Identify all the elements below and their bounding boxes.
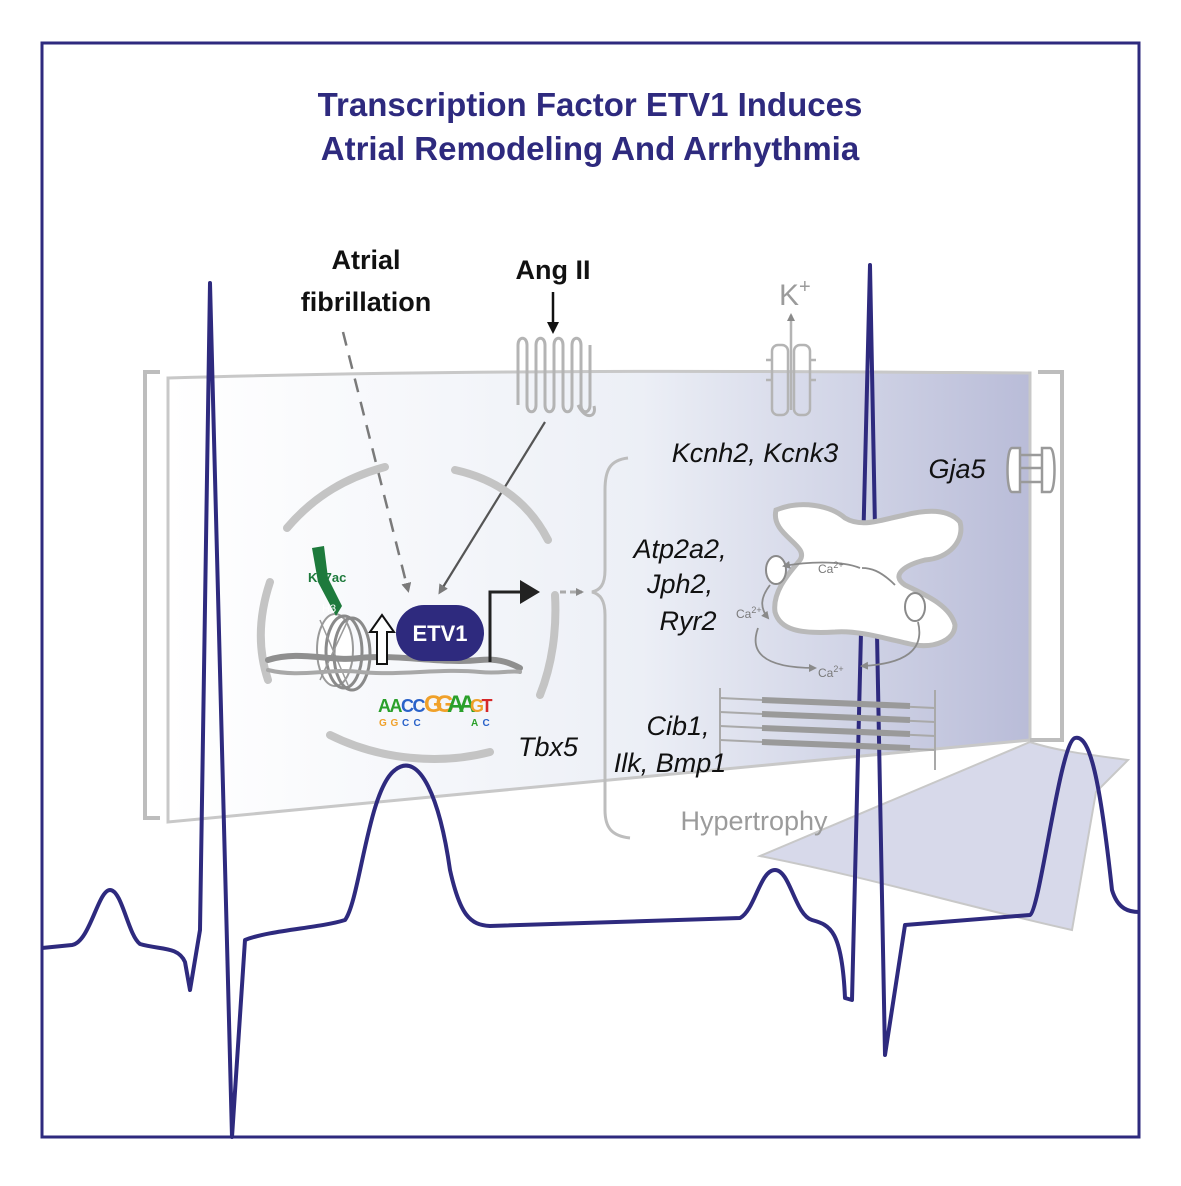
ca-gene-3: Ryr2: [659, 606, 716, 636]
motif-letter: A: [447, 691, 464, 718]
ca-charge-top: 2+: [833, 560, 843, 570]
af-label-line-2: fibrillation: [301, 287, 432, 317]
motif-letter-minor: G: [391, 718, 399, 729]
angii-signal-arrow: [438, 421, 546, 595]
ca-charge-bottom: 2+: [833, 664, 843, 674]
targets-brace: [591, 456, 631, 840]
k-ion-label: K+: [779, 276, 811, 312]
upregulation-arrow-icon: [368, 613, 396, 665]
k-channel-icon: [766, 343, 816, 417]
transcription-arrowhead-icon: [520, 580, 540, 604]
motif-letter-minor: G: [379, 718, 387, 729]
ca-arrow-bottom: [754, 627, 817, 672]
nucleus: [256, 463, 560, 763]
af-dashed-arrow: [341, 331, 412, 593]
title-line-1: Transcription Factor ETV1 Induces: [318, 86, 863, 123]
ca-label-top: Ca2+: [818, 560, 844, 576]
motif-letter: A: [459, 691, 476, 718]
k27ac-label: K27ac: [308, 570, 346, 585]
k-genes-label: Kcnh2, Kcnk3: [672, 438, 839, 468]
sarcomere-icon: [719, 688, 936, 770]
hypertrophy-label: Hypertrophy: [680, 806, 828, 836]
serca-pump-icon: [765, 555, 787, 585]
k-ion-charge: +: [799, 276, 811, 298]
h3-label: H3: [322, 603, 336, 615]
ca-charge-left: 2+: [751, 605, 761, 615]
ryr-channel-icon: [904, 592, 926, 622]
motif-letter: G: [424, 691, 443, 718]
ca-arrow-left: [761, 584, 771, 620]
transcription-start-arrow: [488, 590, 522, 662]
ca-ion-top: Ca: [818, 562, 834, 576]
title-line-2: Atrial Remodeling And Arrhythmia: [321, 130, 860, 167]
nucleosome-icon: [316, 613, 372, 692]
tbx5-label: Tbx5: [518, 732, 579, 762]
motif-letter: C: [401, 696, 414, 716]
etv1-factor: [396, 605, 484, 661]
ca-label-left: Ca2+: [736, 605, 762, 621]
hyp-gene-2: Ilk, Bmp1: [614, 748, 727, 778]
motif-letter-minor: C: [402, 718, 409, 729]
motif-letter-minor: C: [414, 718, 421, 729]
motif-letter: T: [482, 696, 493, 716]
outer-frame: [40, 41, 1141, 1139]
gpcr-receptor-icon: [516, 336, 596, 418]
k-ion-symbol: K: [779, 279, 799, 312]
gap-junction-icon: [1006, 446, 1056, 494]
ecg-trace: [41, 263, 1140, 1139]
ca-uptake-arrow: [782, 560, 861, 569]
ca-ion-bottom: Ca: [818, 666, 834, 680]
motif-letter: A: [390, 696, 403, 716]
ca-ion-left: Ca: [736, 607, 752, 621]
ca-label-bottom: Ca2+: [818, 664, 844, 680]
gja5-label: Gja5: [928, 454, 986, 484]
ca-release-arrow: [860, 621, 921, 670]
motif-letter: G: [436, 691, 455, 718]
motif-letter: G: [470, 696, 484, 716]
ca-arrow-right: [861, 567, 896, 586]
motif-letter: C: [413, 696, 426, 716]
dna-strand: [265, 652, 523, 671]
motif-letter-minor: C: [483, 718, 490, 729]
histone-tail-icon: [312, 546, 342, 616]
ca-gene-2: Jph2,: [646, 569, 713, 599]
ang-label: Ang II: [516, 255, 591, 285]
motif-letter: A: [378, 696, 391, 716]
hyp-gene-1: Cib1,: [646, 711, 709, 741]
dna-strand-2: [266, 668, 522, 676]
af-label-line-1: Atrial: [331, 245, 400, 275]
etv1-label: ETV1: [412, 621, 467, 646]
motif-letter-minor: A: [471, 718, 478, 729]
ca-gene-1: Atp2a2,: [631, 534, 726, 564]
